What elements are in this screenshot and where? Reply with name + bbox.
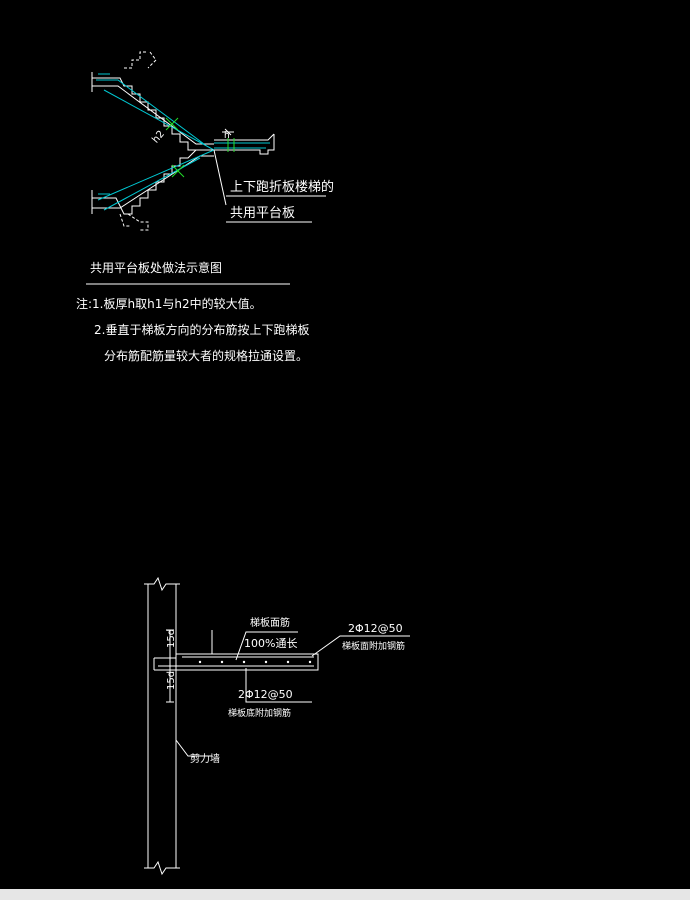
lower-flight-rebar [97,149,215,211]
label-bottom-add-desc: 梯板底附加钢筋 [228,707,291,719]
note-2: 2.垂直于梯板方向的分布筋按上下跑梯板 [94,322,309,337]
wall-detail [144,576,319,876]
label-top-add: 2Φ12@50 [348,622,403,635]
landing-platform-rebar [214,142,270,149]
label-top-add-desc: 梯板面附加钢筋 [342,640,405,652]
stair-detail [91,51,326,231]
label-15d-upper: 15d [166,629,177,648]
label-top-rebar: 梯板面筋 [250,616,290,629]
label-bottom-add: 2Φ12@50 [238,688,293,701]
upper-stair-flight [91,51,214,151]
note-1: 注:1.板厚h取h1与h2中的较大值。 [76,296,262,311]
label-wall: 剪力墙 [190,752,220,765]
label-top-pct: 100%通长 [244,637,297,650]
dim-h2: h2 [150,129,167,146]
wall-leaders [175,631,410,757]
lower-stair-flight [91,149,214,231]
green-marks [165,117,235,178]
stair-detail-title: 共用平台板处做法示意图 [90,260,222,275]
label-leader [213,149,326,223]
bottom-bar [0,889,690,900]
slab-rebar [158,656,314,667]
dim-h: h [224,131,230,141]
label-15d-lower: 15d [166,671,177,690]
landing-platform [214,128,275,155]
platform-label-line1: 上下跑折板楼梯的 [230,179,334,195]
platform-label-line2: 共用平台板 [230,206,295,221]
note-3: 分布筋配筋量较大者的规格拉通设置。 [104,348,308,363]
upper-flight-rebar [96,73,215,151]
